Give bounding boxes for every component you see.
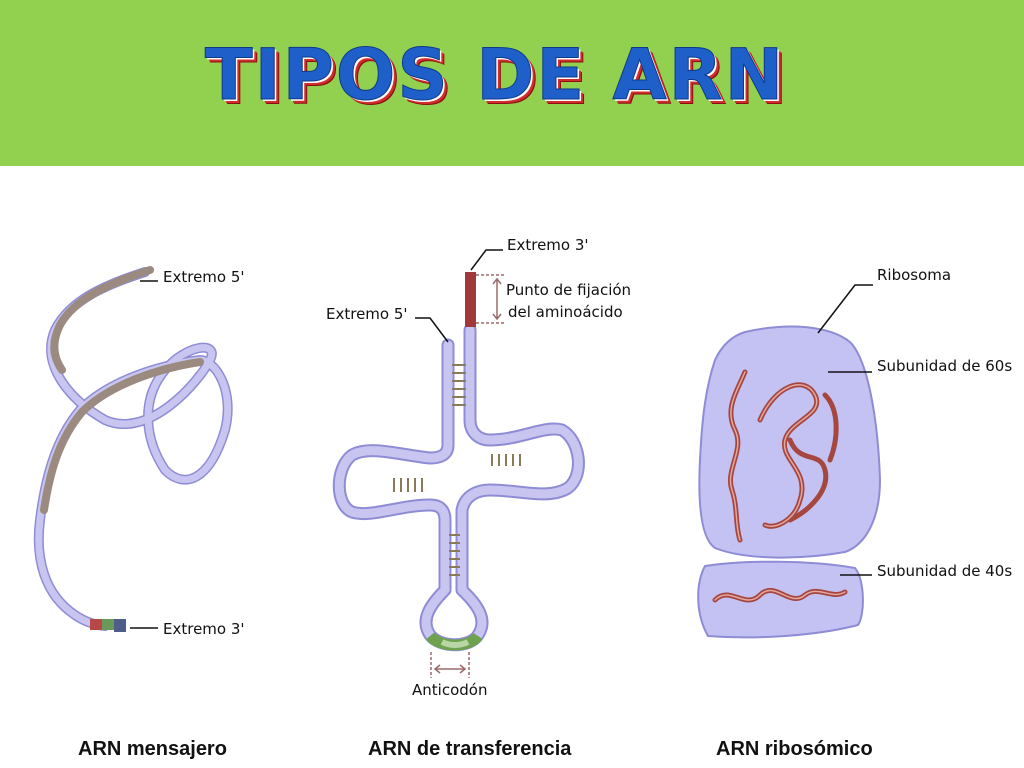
trna-3prime-label: Extremo 3' xyxy=(507,236,589,254)
page-title: TIPOS DE ARN xyxy=(204,34,786,117)
sub60-label: Subunidad de 60s xyxy=(877,357,1012,375)
mrna-codon-red xyxy=(90,619,102,630)
mrna-codon-green xyxy=(102,619,114,630)
mrna-strand-fill xyxy=(35,268,232,630)
mrna-3prime-label: Extremo 3' xyxy=(163,620,245,638)
rrna-ribbons-highlight xyxy=(714,371,846,601)
anticodon-bracket xyxy=(430,652,470,678)
trna-cloverleaf-fill xyxy=(334,325,583,650)
trna-cloverleaf xyxy=(332,323,585,652)
binding-site-label-2: del aminoácido xyxy=(508,303,623,321)
ribosome-small-subunit xyxy=(697,560,864,639)
trna-3prime-end xyxy=(465,272,476,327)
mrna-5prime-label: Extremo 5' xyxy=(163,268,245,286)
mrna-5prime-segment xyxy=(40,266,204,514)
binding-site-bracket xyxy=(476,274,505,324)
binding-site-label-1: Punto de fijación xyxy=(506,281,631,299)
trna-5prime-pointer xyxy=(415,317,449,343)
trna-base-pairs xyxy=(393,364,521,576)
mrna-strand xyxy=(33,267,233,631)
mrna-figure: Extremo 5' Extremo 3' xyxy=(33,266,245,638)
trna-5prime-label: Extremo 5' xyxy=(326,305,408,323)
ribosome-pointer xyxy=(817,284,873,334)
mrna-caption: ARN mensajero xyxy=(78,738,227,760)
sub40-label: Subunidad de 40s xyxy=(877,562,1012,580)
mrna-codon-blue xyxy=(114,619,126,632)
trna-3prime-pointer xyxy=(470,249,503,271)
trna-anticodon-light xyxy=(440,639,470,648)
rrna-caption: ARN ribosómico xyxy=(716,738,873,760)
trna-caption: ARN de transferencia xyxy=(368,738,572,760)
anticodon-label: Anticodón xyxy=(412,681,487,699)
title-banner xyxy=(0,0,1024,166)
trna-figure: Extremo 3' Extremo 5' Punto de fijación … xyxy=(326,236,631,699)
rrna-figure: Ribosoma Subunidad de 60s Subunidad de 4… xyxy=(697,266,1012,639)
ribosome-label: Ribosoma xyxy=(877,266,951,284)
